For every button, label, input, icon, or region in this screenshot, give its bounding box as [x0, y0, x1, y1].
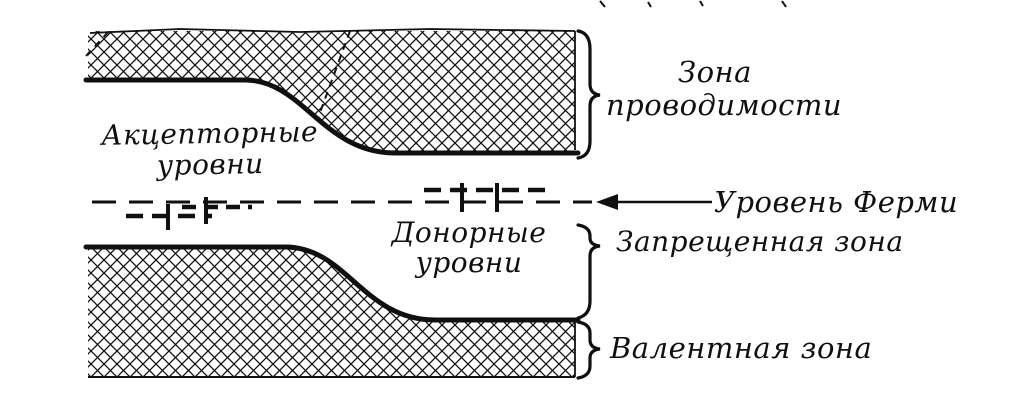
conduction-band-region — [83, 28, 581, 156]
brace-forbidden — [576, 223, 601, 320]
cut-off-text-fragments — [599, 0, 787, 8]
fermi-level-label: Уровень Ферми — [714, 185, 959, 219]
valence-band-region — [83, 244, 581, 378]
donor-levels-label-line2: уровни — [415, 246, 523, 279]
brace-conduction — [576, 29, 601, 160]
acceptor-levels-label: Акцепторные уровни — [95, 115, 324, 182]
acceptor-levels-label-line1: Акцепторные — [101, 115, 319, 152]
acceptor-levels-label-line2: уровни — [156, 147, 264, 182]
conduction-band-label-line1: Зона — [678, 55, 752, 89]
valence-band-label: Валентная зона — [610, 331, 873, 365]
conduction-band-label-line2: проводимости — [606, 88, 843, 122]
donor-levels-label: Донорные уровни — [380, 218, 558, 278]
forbidden-zone-label: Запрещенная зона — [616, 225, 904, 258]
brace-valence — [576, 320, 601, 380]
conduction-band-label: Зона проводимости — [606, 55, 843, 122]
braces — [576, 29, 601, 380]
donor-levels-marks — [424, 183, 548, 212]
fermi-arrow — [596, 194, 712, 210]
donor-levels-label-line1: Донорные — [391, 216, 547, 249]
acceptor-levels-marks — [126, 197, 252, 230]
